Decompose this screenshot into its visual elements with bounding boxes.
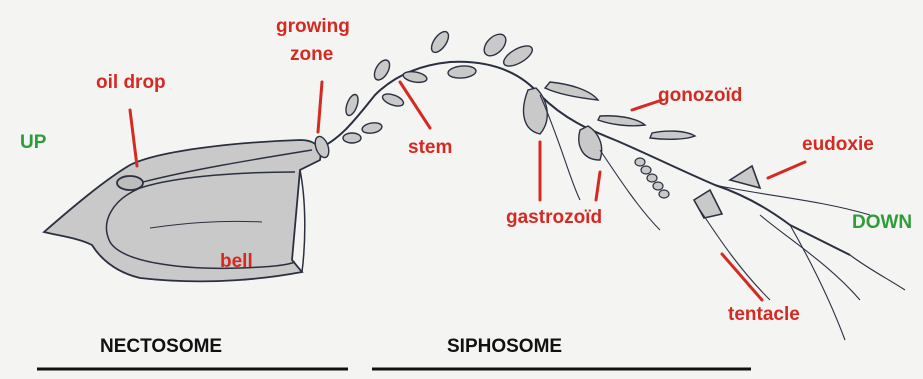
gonozooid-shapes — [635, 158, 669, 198]
tentacle-pointer — [722, 254, 762, 300]
bell-rim — [300, 170, 305, 272]
eudoxie-pointer — [768, 162, 805, 178]
eudoxie-label: eudoxie — [802, 135, 874, 154]
oil-drop-pointer — [130, 110, 137, 166]
oil-drop-label: oil drop — [96, 73, 166, 92]
bell-label: bell — [220, 252, 253, 271]
gastrozooid-label: gastrozoïd — [506, 208, 602, 227]
stem-label: stem — [408, 138, 452, 157]
direction-down-label: DOWN — [852, 213, 912, 232]
siphosome-label: SIPHOSOME — [447, 337, 562, 356]
gonozooid-label: gonozoïd — [658, 86, 742, 105]
growing-zone-pointer — [318, 82, 322, 132]
bell-outline — [44, 140, 320, 281]
gastrozooid-pointer-2 — [596, 172, 600, 200]
growing-zone-label-line1: growing — [276, 17, 350, 36]
stem-pointer — [400, 82, 430, 128]
nectosome-label: NECTOSOME — [100, 337, 222, 356]
growing-zone-label-line2: zone — [290, 45, 333, 64]
oil-drop-shape — [117, 176, 143, 190]
tentacle-label: tentacle — [728, 305, 800, 324]
direction-up-label: UP — [20, 133, 46, 152]
